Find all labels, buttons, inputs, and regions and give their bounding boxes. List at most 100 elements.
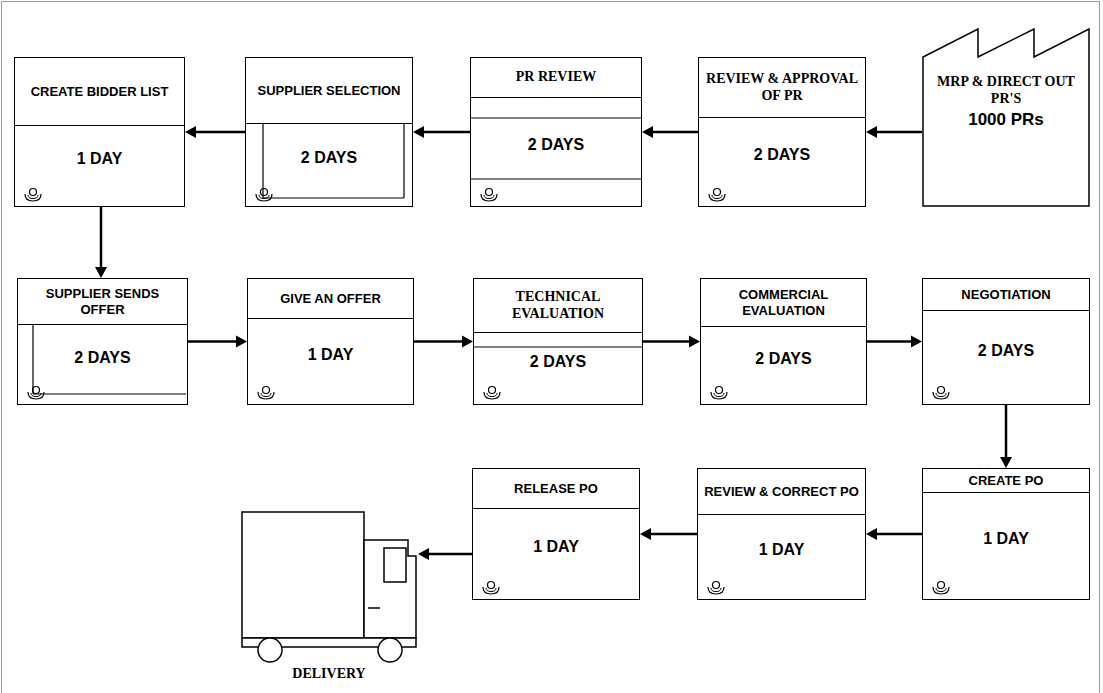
cycle-time: 2 DAYS — [755, 349, 811, 368]
arrow-line — [650, 533, 697, 536]
box-title: TECHNICAL EVALUATION — [480, 289, 636, 323]
arrow-head — [236, 336, 247, 348]
box-header: REVIEW & APPROVAL OF PR — [699, 58, 865, 118]
flow-arrow — [413, 126, 470, 138]
arrow-line — [428, 553, 472, 556]
arrow-head — [911, 336, 922, 348]
operator-icon — [931, 579, 951, 595]
flow-arrow — [867, 336, 922, 348]
box-title: NEGOTIATION — [961, 287, 1050, 303]
process-box: TECHNICAL EVALUATION 2 DAYS — [473, 278, 643, 405]
box-body: 1 DAY — [248, 319, 413, 404]
arrow-head — [1000, 457, 1012, 468]
box-header: REVIEW & CORRECT PO — [698, 469, 865, 515]
cycle-time: 2 DAYS — [754, 145, 810, 164]
flow-arrow — [866, 528, 922, 540]
arrow-line — [414, 340, 463, 343]
box-title: RELEASE PO — [514, 481, 598, 497]
arrow-line — [1005, 405, 1008, 458]
box-title: COMMERCIAL EVALUATION — [707, 287, 860, 318]
source-title: MRP & DIRECT OUT PR'S — [928, 74, 1084, 108]
operator-icon — [26, 384, 46, 400]
arrow-line — [423, 131, 470, 134]
box-title: SUPPLIER SENDS OFFER — [24, 286, 181, 317]
arrow-line — [876, 131, 922, 134]
box-title: CREATE PO — [969, 473, 1044, 489]
arrow-head — [689, 336, 700, 348]
arrow-head — [95, 267, 107, 278]
arrow-head — [185, 126, 196, 138]
box-body: 2 DAYS — [246, 124, 412, 206]
arrow-line — [652, 131, 698, 134]
delivery-label: DELIVERY — [240, 666, 418, 682]
arrow-head — [462, 336, 473, 348]
arrow-line — [867, 340, 912, 343]
operator-icon — [482, 384, 502, 400]
box-title: CREATE BIDDER LIST — [31, 84, 169, 100]
cycle-time: 1 DAY — [308, 345, 354, 364]
box-header: RELEASE PO — [473, 469, 639, 509]
flow-arrow — [643, 336, 700, 348]
operator-icon — [706, 579, 726, 595]
box-header: CREATE PO — [923, 469, 1089, 493]
process-box: CREATE PO 1 DAY — [922, 468, 1090, 600]
operator-icon — [481, 579, 501, 595]
cycle-time: 2 DAYS — [528, 135, 584, 154]
arrow-line — [195, 131, 245, 134]
cycle-time: 1 DAY — [983, 529, 1029, 548]
arrow-head — [413, 126, 424, 138]
box-header: CREATE BIDDER LIST — [15, 58, 184, 126]
cycle-time: 1 DAY — [759, 540, 805, 559]
box-body: 2 DAYS — [923, 311, 1089, 404]
arrow-head — [642, 126, 653, 138]
box-body: 2 DAYS — [18, 325, 187, 404]
factory-label: MRP & DIRECT OUT PR'S1000 PRs — [928, 74, 1084, 199]
box-body: 2 DAYS — [471, 98, 641, 206]
cycle-time: 2 DAYS — [301, 148, 357, 167]
operator-icon — [23, 186, 43, 202]
arrow-head — [866, 126, 877, 138]
operator-icon — [254, 186, 274, 202]
process-box: REVIEW & CORRECT PO 1 DAY — [697, 468, 866, 600]
box-body: 1 DAY — [698, 515, 865, 599]
box-decoration — [246, 58, 412, 206]
process-box: RELEASE PO 1 DAY — [472, 468, 640, 600]
operator-icon — [256, 384, 276, 400]
arrow-head — [866, 528, 877, 540]
flow-arrow — [188, 336, 247, 348]
box-body: 1 DAY — [15, 126, 184, 206]
operator-icon — [479, 186, 499, 202]
flow-arrow — [418, 548, 472, 560]
flow-arrow — [95, 207, 107, 278]
truck-label: DELIVERY — [240, 666, 418, 682]
box-header: NEGOTIATION — [923, 279, 1089, 311]
flow-arrow — [642, 126, 698, 138]
process-box: GIVE AN OFFER 1 DAY — [247, 278, 414, 405]
flow-arrow — [1000, 405, 1012, 468]
box-body: 2 DAYS — [699, 118, 865, 206]
box-body: 1 DAY — [923, 493, 1089, 599]
operator-icon — [931, 384, 951, 400]
arrow-line — [188, 340, 237, 343]
arrow-line — [643, 340, 690, 343]
process-box: CREATE BIDDER LIST 1 DAY — [14, 57, 185, 207]
box-decoration — [15, 58, 184, 206]
arrow-head — [418, 548, 429, 560]
box-title: PR REVIEW — [516, 69, 597, 86]
box-body: 1 DAY — [473, 509, 639, 599]
box-header: TECHNICAL EVALUATION — [474, 279, 642, 333]
arrow-line — [876, 533, 922, 536]
operator-icon — [709, 384, 729, 400]
operator-icon — [707, 186, 727, 202]
box-body: 2 DAYS — [474, 333, 642, 404]
box-title: REVIEW & APPROVAL OF PR — [705, 71, 859, 105]
truck-drawing — [240, 508, 418, 666]
box-header: GIVE AN OFFER — [248, 279, 413, 319]
box-header: PR REVIEW — [471, 58, 641, 98]
factory-shape: MRP & DIRECT OUT PR'S1000 PRs — [922, 28, 1090, 207]
process-box: REVIEW & APPROVAL OF PR 2 DAYS — [698, 57, 866, 207]
box-header: SUPPLIER SENDS OFFER — [18, 279, 187, 325]
cycle-time: 2 DAYS — [74, 348, 130, 367]
cycle-time: 1 DAY — [77, 149, 123, 168]
